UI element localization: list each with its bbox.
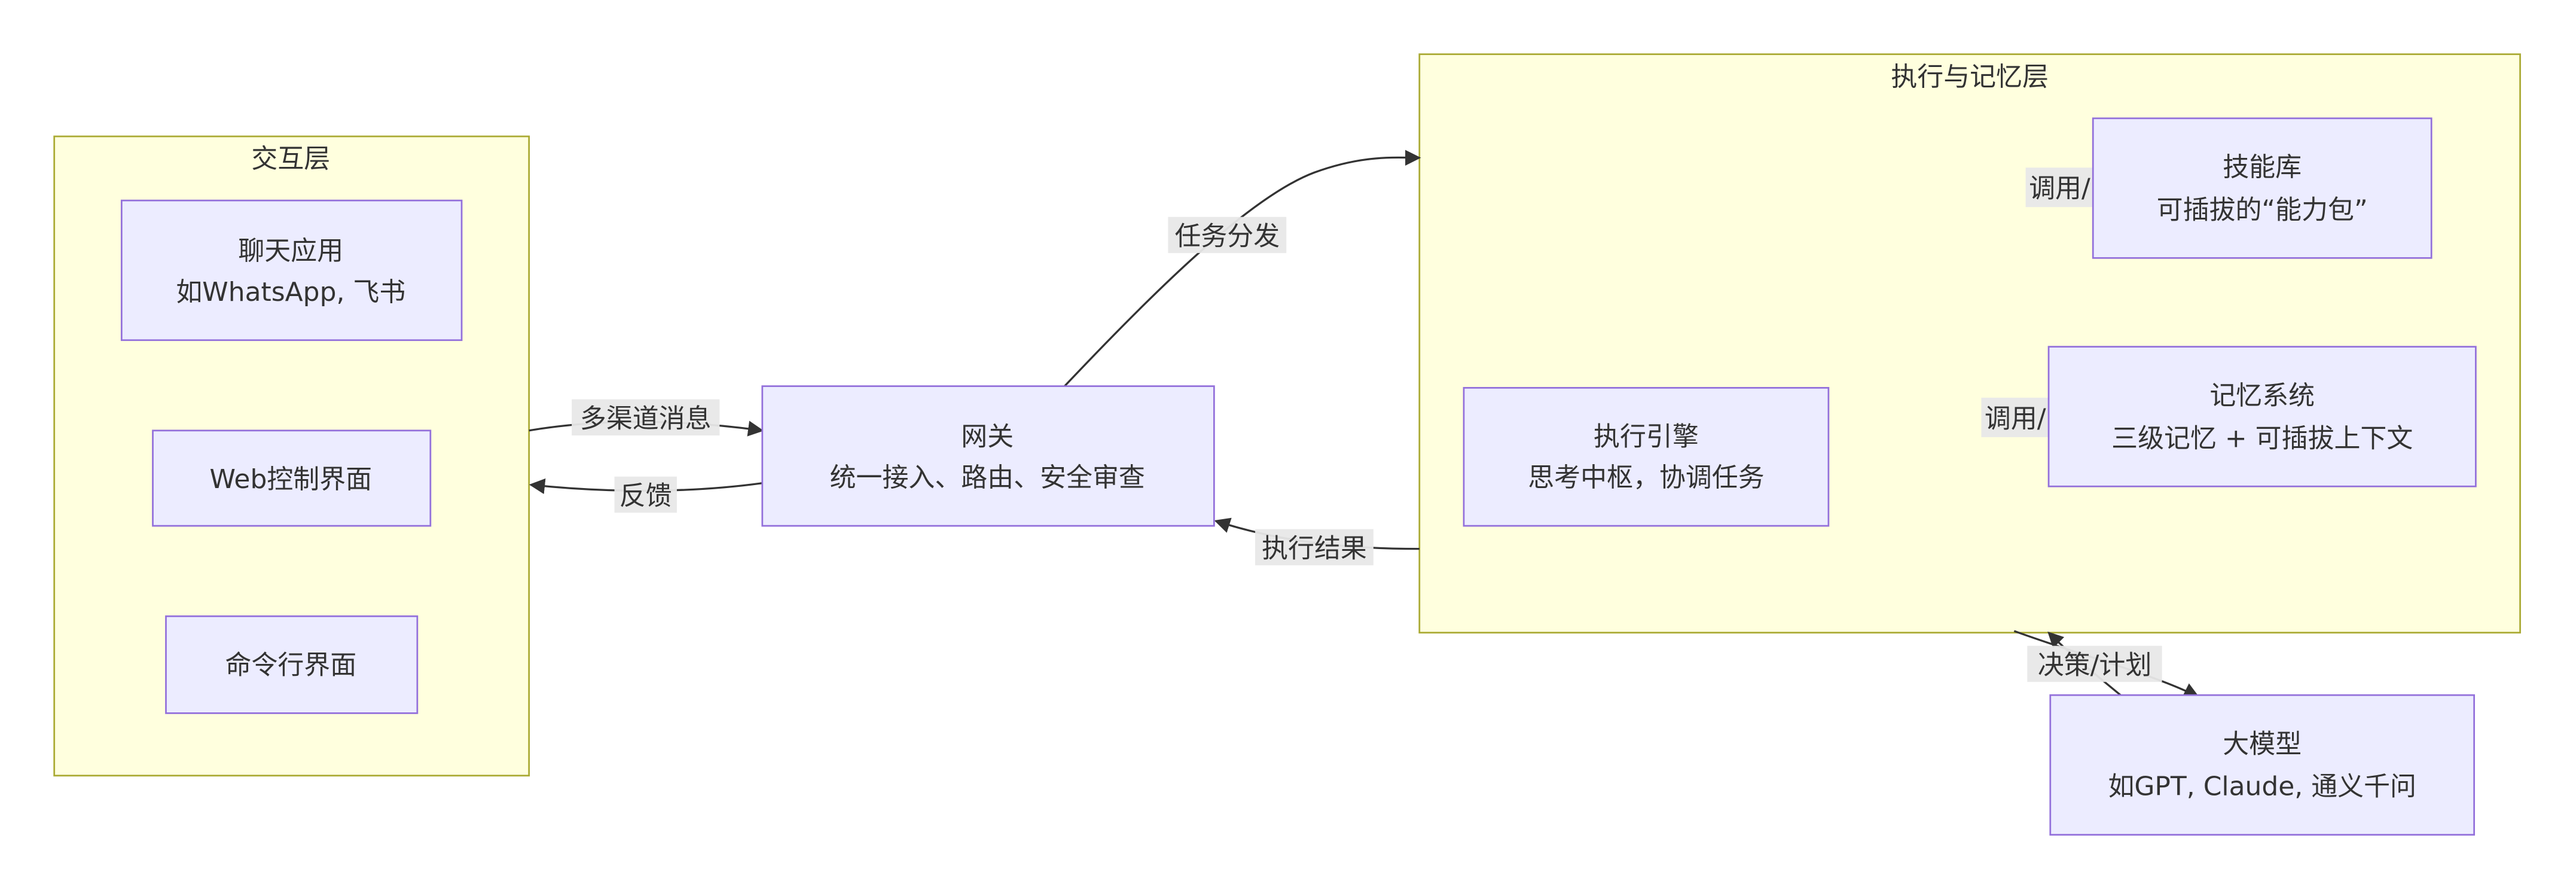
edge-dispatch xyxy=(1064,150,1421,387)
svg-text:任务分发: 任务分发 xyxy=(1174,221,1280,251)
edge-label-feedback: 反馈 xyxy=(614,476,677,513)
svg-text:三级记忆 + 可插拔上下文: 三级记忆 + 可插拔上下文 xyxy=(2111,423,2413,453)
node-execution-engine[interactable]: 执行引擎 思考中枢，协调任务 xyxy=(1463,387,1830,527)
svg-text:网关: 网关 xyxy=(961,422,1014,452)
node-llm[interactable]: 大模型 如GPT, Claude, 通义千问 xyxy=(2049,694,2476,836)
node-skill-library[interactable]: 技能库 可插拔的“能力包” xyxy=(2092,117,2432,259)
svg-text:调用/: 调用/ xyxy=(1985,403,2046,434)
svg-text:执行结果: 执行结果 xyxy=(1262,533,1367,563)
edge-label-multichannel: 多渠道消息 xyxy=(572,399,720,436)
node-memory-system[interactable]: 记忆系统 三级记忆 + 可插拔上下文 xyxy=(2047,346,2477,487)
cluster-title: 交互层 xyxy=(251,144,330,174)
node-chat-app[interactable]: 聊天应用 如WhatsApp, 飞书 xyxy=(120,199,463,342)
edge-label-result: 执行结果 xyxy=(1255,529,1374,566)
edge-label-call-memory: 调用/ xyxy=(1981,397,2049,437)
edge-label-dispatch: 任务分发 xyxy=(1168,217,1287,254)
svg-text:技能库: 技能库 xyxy=(2223,152,2302,182)
svg-text:大模型: 大模型 xyxy=(2223,729,2302,759)
node-gateway[interactable]: 网关 统一接入、路由、安全审查 xyxy=(761,385,1215,527)
svg-text:统一接入、路由、安全审查: 统一接入、路由、安全审查 xyxy=(830,462,1145,493)
svg-text:命令行界面: 命令行界面 xyxy=(225,650,356,680)
cluster-title: 执行与记忆层 xyxy=(1891,62,2049,92)
svg-text:Web控制界面: Web控制界面 xyxy=(210,464,373,495)
node-web-console[interactable]: Web控制界面 xyxy=(152,429,432,527)
svg-text:思考中枢，协调任务: 思考中枢，协调任务 xyxy=(1528,462,1764,493)
svg-text:多渠道消息: 多渠道消息 xyxy=(580,403,712,434)
svg-text:可插拔的“能力包”: 可插拔的“能力包” xyxy=(2157,194,2368,225)
edge-label-decision: 决策/计划 xyxy=(2027,645,2162,682)
svg-text:如GPT, Claude, 通义千问: 如GPT, Claude, 通义千问 xyxy=(2108,772,2416,802)
svg-text:执行引擎: 执行引擎 xyxy=(1594,422,1699,452)
svg-text:反馈: 反馈 xyxy=(619,480,672,511)
svg-text:调用/: 调用/ xyxy=(2029,173,2090,204)
svg-text:记忆系统: 记忆系统 xyxy=(2209,380,2315,411)
node-cli[interactable]: 命令行界面 xyxy=(165,615,419,714)
svg-text:如WhatsApp, 飞书: 如WhatsApp, 飞书 xyxy=(176,277,405,307)
svg-text:决策/计划: 决策/计划 xyxy=(2038,650,2152,680)
svg-text:聊天应用: 聊天应用 xyxy=(238,236,343,266)
edge-label-call-skills: 调用/ xyxy=(2025,167,2093,208)
